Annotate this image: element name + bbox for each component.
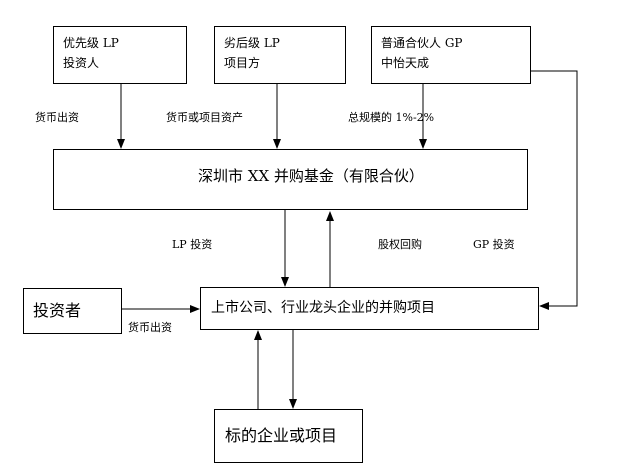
subordinate-lp-line1: 劣后级 LP bbox=[224, 36, 280, 50]
subordinate-lp-line2: 项目方 bbox=[224, 56, 261, 70]
label-gp-to-project: GP 投资 bbox=[473, 238, 515, 251]
label-fund-to-project: LP 投资 bbox=[172, 238, 213, 251]
target-project-box: 上市公司、行业龙头企业的并购项目 bbox=[200, 287, 539, 330]
target-company-box: 标的企业或项目 bbox=[214, 409, 363, 463]
target-project-label: 上市公司、行业龙头企业的并购项目 bbox=[211, 300, 435, 316]
priority-lp-line1: 优先级 LP bbox=[63, 36, 119, 50]
investor-label: 投资者 bbox=[33, 301, 82, 320]
fund-label: 深圳市 XX 并购基金（有限合伙） bbox=[198, 167, 424, 185]
priority-lp-box: 优先级 LP 投资人 bbox=[53, 26, 187, 84]
label-gp-to-fund: 总规模的 1%-2% bbox=[348, 111, 435, 124]
label-subordinate-to-fund: 货币或项目资产 bbox=[166, 111, 243, 124]
fund-box: 深圳市 XX 并购基金（有限合伙） bbox=[53, 149, 528, 210]
investor-box: 投资者 bbox=[23, 288, 122, 334]
gp-line2: 中怡天成 bbox=[381, 56, 430, 70]
priority-lp-line2: 投资人 bbox=[63, 56, 100, 70]
subordinate-lp-box: 劣后级 LP 项目方 bbox=[214, 26, 346, 84]
gp-box: 普通合伙人 GP 中怡天成 bbox=[371, 26, 531, 84]
label-project-to-fund: 股权回购 bbox=[378, 238, 422, 251]
arrow-gp-to-project bbox=[531, 70, 578, 310]
target-company-label: 标的企业或项目 bbox=[225, 426, 338, 445]
label-priority-to-fund: 货币出资 bbox=[35, 111, 79, 124]
label-investor-to-project: 货币出资 bbox=[128, 321, 172, 334]
gp-line1: 普通合伙人 GP bbox=[381, 36, 463, 50]
